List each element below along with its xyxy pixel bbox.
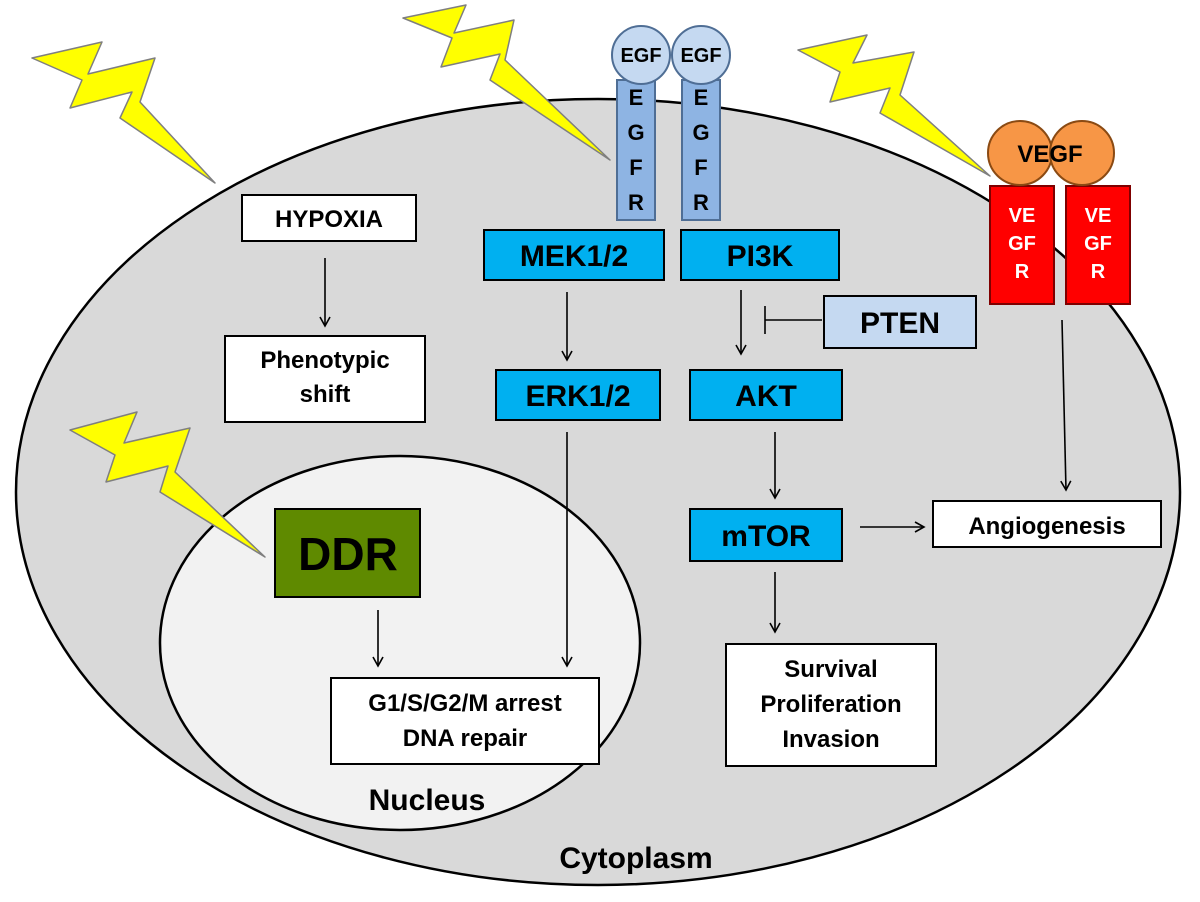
egfr-letter: E xyxy=(694,85,709,110)
vegf-ligand-label: VEGF xyxy=(1017,141,1082,168)
pi3k-label: PI3K xyxy=(727,240,794,273)
cytoplasm-label: Cytoplasm xyxy=(559,842,712,875)
lightning-bolt-icon xyxy=(69,411,266,558)
egfr-receptor xyxy=(616,79,656,221)
lightning-bolt-icon xyxy=(31,41,216,184)
mtor-label: mTOR xyxy=(721,520,811,553)
pten-box xyxy=(823,295,977,349)
mek-box xyxy=(483,229,665,281)
vegfr-label-line: VE xyxy=(1085,205,1112,227)
angiogenesis-label: Angiogenesis xyxy=(968,513,1125,540)
mek-label: MEK1/2 xyxy=(520,240,628,273)
pten-label: PTEN xyxy=(860,307,940,340)
survival-label: Invasion xyxy=(782,726,879,753)
egfr-letter: R xyxy=(628,190,644,215)
arrest-box xyxy=(330,677,600,765)
egf-ligand-label: EGF xyxy=(620,45,661,67)
egfr-letter: F xyxy=(629,155,642,180)
phenotypic-shift-box xyxy=(224,335,426,423)
lightning-bolt-icon xyxy=(402,4,611,161)
angiogenesis-box xyxy=(932,500,1162,548)
akt-label: AKT xyxy=(735,380,797,413)
erk-label: ERK1/2 xyxy=(525,380,630,413)
arrest-label: G1/S/G2/M arrest xyxy=(368,690,561,717)
hypoxia-box xyxy=(241,194,417,242)
vegfr-label-line: GF xyxy=(1084,233,1112,255)
survival-box xyxy=(725,643,937,767)
erk-box xyxy=(495,369,661,421)
nucleus-label: Nucleus xyxy=(369,784,486,817)
vegfr-label-line: GF xyxy=(1008,233,1036,255)
vegfr-receptor xyxy=(989,185,1055,305)
survival-label: Proliferation xyxy=(760,691,901,718)
egfr-letter: G xyxy=(627,120,644,145)
arrest-label: DNA repair xyxy=(403,725,527,752)
hypoxia-label: HYPOXIA xyxy=(275,206,383,233)
lightning-bolt-icon xyxy=(797,34,991,177)
vegfr-receptor xyxy=(1065,185,1131,305)
mtor-box xyxy=(689,508,843,562)
arrow-vegfr-to-angiogenesis xyxy=(1060,319,1072,492)
ddr-box xyxy=(274,508,421,598)
egfr-letter: R xyxy=(693,190,709,215)
vegfr-label-line: R xyxy=(1015,261,1030,283)
phenotypic-shift-label: Phenotypic xyxy=(260,347,389,374)
vegf-ligand xyxy=(1049,120,1115,186)
egf-ligand xyxy=(611,25,671,85)
egfr-letter: G xyxy=(692,120,709,145)
egf-ligand xyxy=(671,25,731,85)
vegfr-label-line: VE xyxy=(1009,205,1036,227)
ddr-label: DDR xyxy=(298,528,398,580)
egfr-letter: F xyxy=(694,155,707,180)
egf-ligand-label: EGF xyxy=(680,45,721,67)
vegfr-label-line: R xyxy=(1091,261,1106,283)
egfr-letter: E xyxy=(629,85,644,110)
survival-label: Survival xyxy=(784,656,877,683)
pi3k-box xyxy=(680,229,840,281)
akt-box xyxy=(689,369,843,421)
phenotypic-shift-label: shift xyxy=(300,381,351,408)
